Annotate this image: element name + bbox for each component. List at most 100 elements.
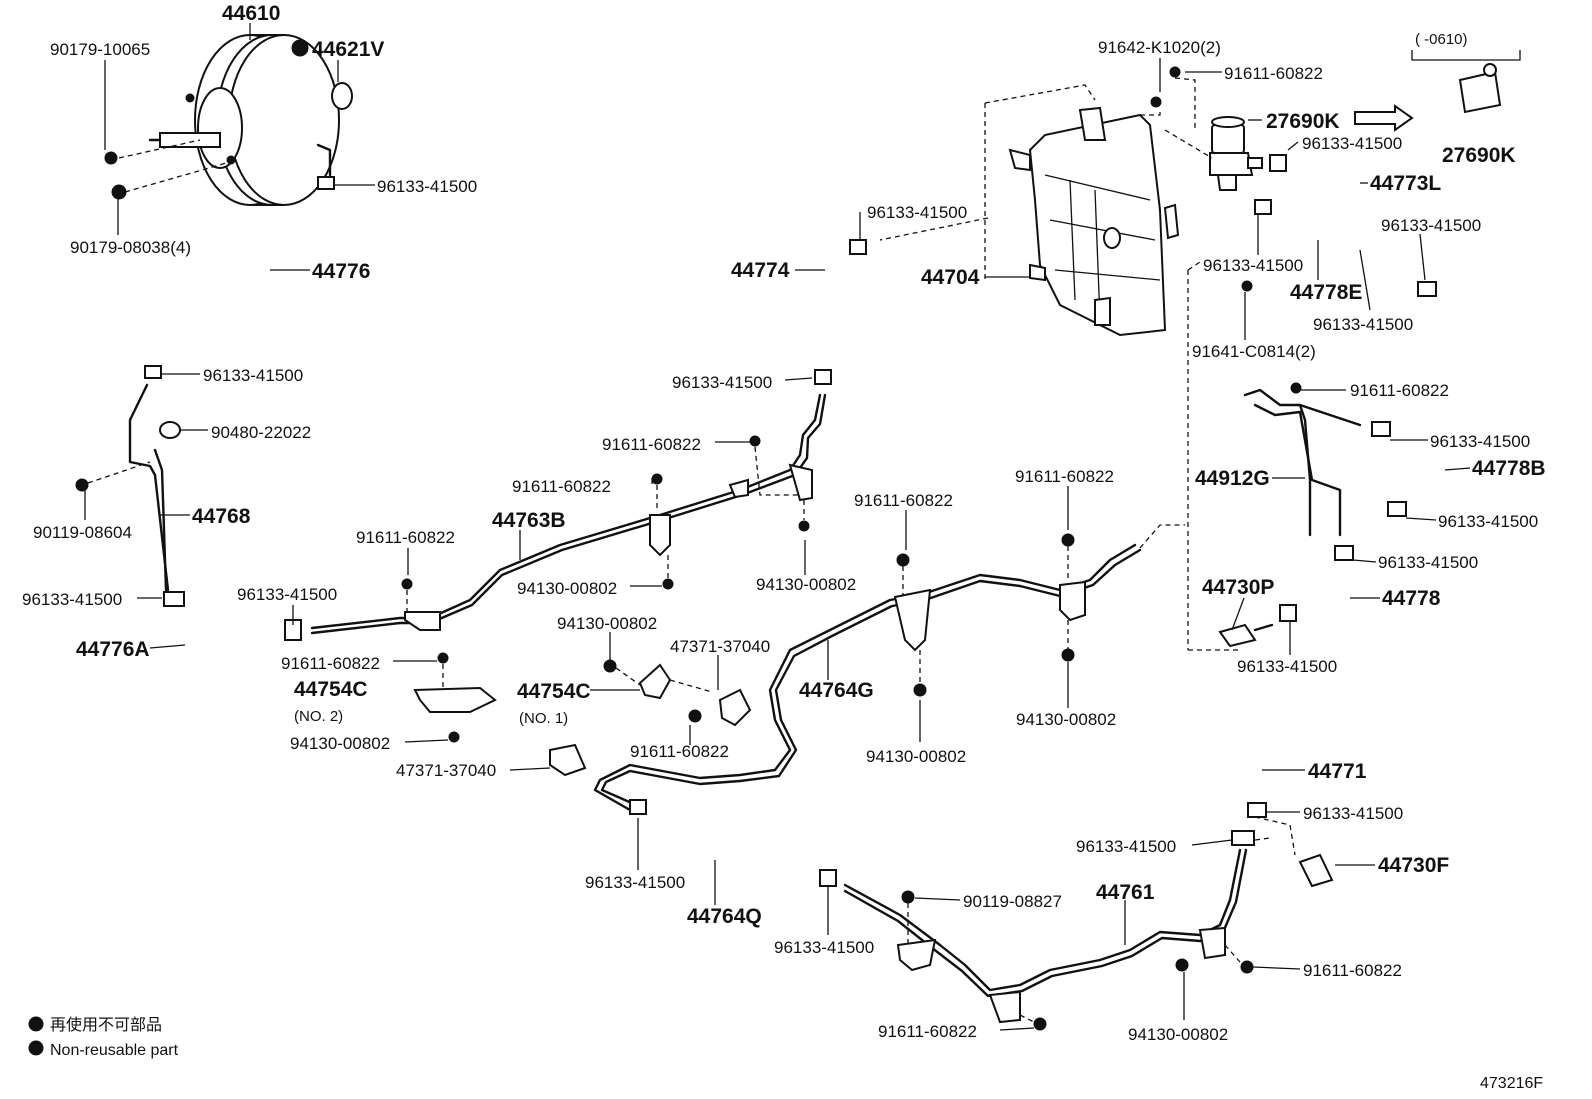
part-number-labels: 44610 44621V 90179-10065 90179-08038(4) …: [22, 2, 1546, 1044]
label-96133-41500: 96133-41500: [1076, 837, 1176, 856]
label-90119-08827: 90119-08827: [963, 892, 1062, 911]
label-94130-00802: 94130-00802: [756, 575, 856, 594]
clip-icon: [1387, 501, 1407, 517]
label-96133-41500: 96133-41500: [377, 177, 477, 196]
hose-44778: [1305, 575, 1345, 613]
label-44771: 44771: [1308, 760, 1367, 783]
pipe-44761: [843, 848, 1242, 992]
label-44764q: 44764Q: [687, 905, 762, 928]
hose-44776: [150, 195, 327, 375]
label-44778b: 44778B: [1472, 457, 1546, 480]
label-44768: 44768: [192, 505, 251, 528]
non-reusable-mark-icon: [28, 1016, 44, 1032]
label-96133-41500: 96133-41500: [1378, 553, 1478, 572]
label-91611-60822: 91611-60822: [1350, 381, 1449, 400]
label-27690k-inset: 27690K: [1442, 144, 1516, 167]
non-reusable-mark-icon: [28, 1040, 44, 1056]
label-91611-60822: 91611-60822: [1015, 467, 1114, 486]
clip-icon: [819, 869, 837, 887]
label-96133-41500: 96133-41500: [867, 203, 967, 222]
hose-44778e: [1280, 185, 1317, 240]
label-96133-41500: 96133-41500: [1313, 315, 1413, 334]
label-44912g: 44912G: [1195, 467, 1270, 490]
label-44754c-no1: 44754C: [517, 680, 591, 703]
leader-lines: [84, 23, 1471, 1031]
label-94130-00802: 94130-00802: [557, 614, 657, 633]
arrow-left-icon: [1354, 104, 1414, 132]
vsv-27690k: [1209, 116, 1263, 191]
legend: 再使用不可部品 Non-reusable part: [28, 1016, 179, 1059]
clip-icon: [1279, 604, 1297, 622]
label-90480-22022: 90480-22022: [211, 423, 311, 442]
hose-44773l: [1290, 155, 1425, 285]
hose-44774: [805, 195, 860, 355]
label-96133-41500: 96133-41500: [1381, 216, 1481, 235]
label-96133-41500: 96133-41500: [1303, 804, 1403, 823]
valve-44730p: [1218, 623, 1274, 648]
label-96133-41500: 96133-41500: [1438, 512, 1538, 531]
label-44763b: 44763B: [492, 509, 566, 532]
clip-icon: [814, 369, 832, 385]
label-91611-60822: 91611-60822: [854, 491, 953, 510]
bolt-icon: [1169, 66, 1181, 78]
clip-icon: [1269, 154, 1287, 172]
label-44730p: 44730P: [1202, 576, 1274, 599]
bolt-icon: [1241, 280, 1253, 292]
label-90179-08038: 90179-08038(4): [70, 238, 191, 257]
bracket-44754c-no1: [638, 663, 672, 700]
label-44778: 44778: [1382, 587, 1441, 610]
pipe-44764g: [593, 543, 1137, 812]
clip-icon: [1334, 545, 1354, 561]
hose-44771: [1229, 759, 1261, 818]
label-27690k: 27690K: [1266, 110, 1340, 133]
bolt-icon: [1290, 382, 1302, 394]
bracket-44754c-no2: [413, 686, 497, 713]
label-94130-00802: 94130-00802: [866, 747, 966, 766]
label-no2: (NO. 2): [294, 708, 343, 725]
clip-icon: [1231, 830, 1255, 846]
nut-icon: [104, 151, 118, 165]
label-91611-60822: 91611-60822: [281, 654, 380, 673]
clip-icon: [629, 799, 647, 815]
clamp-47371-37040: [718, 688, 752, 727]
bolt-icon: [75, 478, 89, 492]
label-44776a: 44776A: [76, 638, 150, 661]
figure-id: 473216F: [1480, 1075, 1543, 1092]
clip-icon: [1254, 199, 1272, 215]
clip-icon: [1417, 281, 1437, 297]
label-96133-41500: 96133-41500: [774, 938, 874, 957]
label-94130-00802: 94130-00802: [1016, 710, 1116, 729]
label-96133-41500: 96133-41500: [1302, 134, 1402, 153]
label-96133-41500: 96133-41500: [203, 366, 303, 385]
label-91641-c0814: 91641-C0814(2): [1192, 342, 1316, 361]
clip-icon: [317, 176, 335, 190]
label-44776: 44776: [312, 260, 370, 283]
hose-44778b: [1410, 445, 1450, 505]
label-91611-60822: 91611-60822: [356, 528, 455, 547]
label-96133-41500: 96133-41500: [237, 585, 337, 604]
label-96133-41500: 96133-41500: [1430, 432, 1530, 451]
hose-44776a: [173, 610, 273, 660]
label-90179-10065: 90179-10065: [50, 40, 150, 59]
label-91611-60822: 91611-60822: [512, 477, 611, 496]
label-44761: 44761: [1096, 881, 1155, 904]
label-96133-41500: 96133-41500: [1203, 256, 1303, 275]
label-91611-60822: 91611-60822: [602, 435, 701, 454]
label-44621v: 44621V: [312, 38, 384, 61]
label-44610: 44610: [222, 2, 280, 25]
clip-icon: [144, 365, 162, 379]
label-94130-00802: 94130-00802: [517, 579, 617, 598]
label-96133-41500: 96133-41500: [585, 873, 685, 892]
bolt-icon: [1150, 96, 1162, 108]
label-90119-08604: 90119-08604: [33, 523, 132, 542]
label-44764g: 44764G: [799, 679, 874, 702]
hose-44764q: [649, 814, 828, 876]
label-91611-60822: 91611-60822: [630, 742, 729, 761]
grommet-icon: [159, 421, 181, 439]
label-91611-60822: 91611-60822: [1224, 64, 1323, 83]
nut-icon: [111, 184, 127, 200]
label-96133-41500: 96133-41500: [672, 373, 772, 392]
label-44704: 44704: [921, 266, 980, 289]
brake-booster-44610: [148, 34, 353, 206]
